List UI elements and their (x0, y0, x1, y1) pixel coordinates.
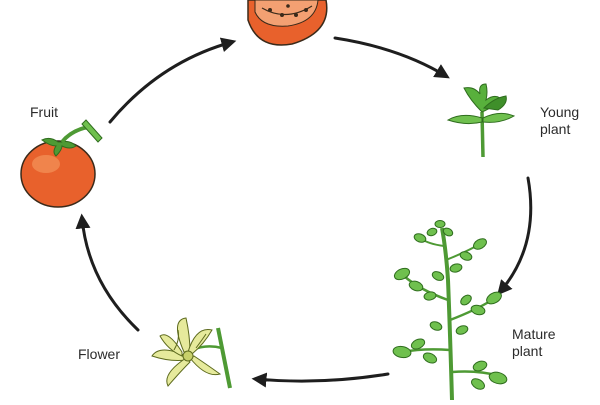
arrow-mature-to-flower (251, 372, 390, 388)
stage-label-fruit: Fruit (30, 104, 58, 121)
arrow-seed-to-young (333, 36, 450, 79)
stage-label-mature: Mature plant (512, 326, 556, 360)
stage-label-young: Young plant (540, 104, 579, 138)
stage-label-flower: Flower (78, 346, 120, 363)
cycle-arrows (75, 36, 533, 388)
tomato-plant-icon (392, 220, 508, 401)
stage-label-mature-line-1: Mature (512, 326, 556, 342)
stage-label-young-line-1: Young (540, 104, 580, 120)
stage-label-flower-line-1: Flower (78, 346, 121, 362)
stage-label-young-line-2: plant (540, 121, 571, 137)
stage-label-mature-line-2: plant (512, 343, 543, 359)
arrow-flower-to-fruit (75, 213, 140, 332)
tomato-flower-icon (151, 317, 232, 389)
stage-label-fruit-line-1: Fruit (30, 104, 58, 120)
seedling-icon (446, 83, 516, 158)
arrow-young-to-mature (497, 176, 533, 296)
arrow-fruit-to-seed (108, 37, 237, 124)
tomato-fruit-icon (20, 119, 103, 208)
tomato-seed-cross-section-icon (247, 0, 328, 46)
